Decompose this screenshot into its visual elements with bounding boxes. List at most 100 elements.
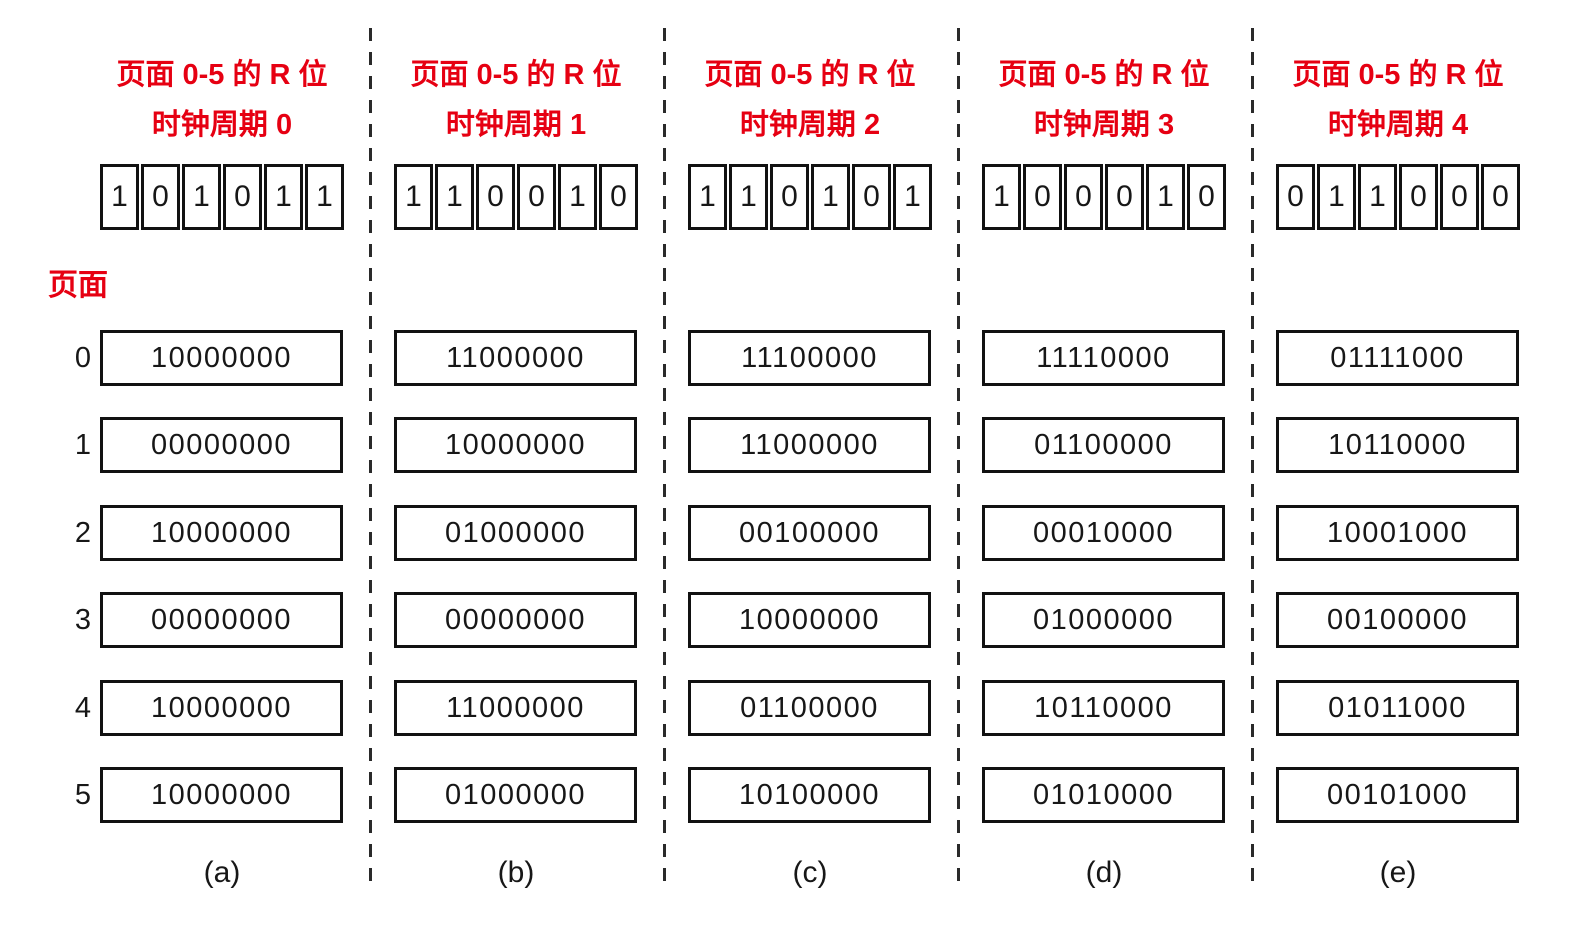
- r-bit-cell: 1: [811, 164, 850, 230]
- counter-box: 11000000: [394, 330, 637, 386]
- counter-box: 10000000: [100, 330, 343, 386]
- r-bit-cell: 1: [435, 164, 474, 230]
- column-header: 页面 0-5 的 R 位 时钟周期 3: [954, 50, 1254, 150]
- r-bit-cell: 1: [100, 164, 139, 230]
- dashed-separator: [663, 28, 666, 886]
- r-bit-cell: 1: [394, 164, 433, 230]
- counter-box: 11000000: [688, 417, 931, 473]
- page-column-label: 页面: [48, 269, 108, 302]
- counter-box: 01000000: [394, 767, 637, 823]
- r-bit-cell: 1: [729, 164, 768, 230]
- r-bit-cell: 0: [1440, 164, 1479, 230]
- counter-box: 10000000: [100, 680, 343, 736]
- counter-box: 00100000: [1276, 592, 1519, 648]
- page-number-label: 0: [74, 342, 92, 374]
- counter-box: 00010000: [982, 505, 1225, 561]
- page-number-label: 3: [74, 604, 92, 636]
- counter-box: 01000000: [982, 592, 1225, 648]
- counter-box: 01000000: [394, 505, 637, 561]
- counter-box: 00000000: [394, 592, 637, 648]
- header-line2: 时钟周期 0: [151, 109, 293, 141]
- r-bit-cell: 0: [517, 164, 556, 230]
- r-bit-cell: 1: [893, 164, 932, 230]
- dashed-separator: [369, 28, 372, 886]
- r-bit-cell: 0: [852, 164, 891, 230]
- counter-box: 10000000: [688, 592, 931, 648]
- counter-box: 01100000: [982, 417, 1225, 473]
- counter-box: 10110000: [982, 680, 1225, 736]
- header-line1: 页面 0-5 的 R 位: [410, 59, 622, 91]
- page-number-label: 5: [74, 779, 92, 811]
- r-bit-cell: 1: [305, 164, 344, 230]
- r-bits-register: 1 0 1 0 1 1: [100, 164, 344, 230]
- r-bit-cell: 0: [1481, 164, 1520, 230]
- r-bit-cell: 0: [1105, 164, 1144, 230]
- r-bits-register: 1 0 0 0 1 0: [982, 164, 1226, 230]
- column-a: 页面 0-5 的 R 位 时钟周期 0 1 0 1 0 1 1 0 1 2 3 …: [72, 0, 372, 932]
- r-bit-cell: 1: [1358, 164, 1397, 230]
- counter-box: 01011000: [1276, 680, 1519, 736]
- counter-box: 01100000: [688, 680, 931, 736]
- column-b: 页面 0-5 的 R 位 时钟周期 1 1 1 0 0 1 0 11000000…: [366, 0, 666, 932]
- column-caption: (d): [1085, 856, 1123, 889]
- r-bit-cell: 0: [223, 164, 262, 230]
- column-header: 页面 0-5 的 R 位 时钟周期 1: [366, 50, 666, 150]
- header-line1: 页面 0-5 的 R 位: [998, 59, 1210, 91]
- counter-box: 10001000: [1276, 505, 1519, 561]
- r-bit-cell: 1: [182, 164, 221, 230]
- r-bits-register: 1 1 0 1 0 1: [688, 164, 932, 230]
- r-bit-cell: 1: [264, 164, 303, 230]
- counter-box: 10000000: [394, 417, 637, 473]
- column-caption: (a): [203, 856, 241, 889]
- r-bit-cell: 1: [558, 164, 597, 230]
- column-d: 页面 0-5 的 R 位 时钟周期 3 1 0 0 0 1 0 11110000…: [954, 0, 1254, 932]
- header-line2: 时钟周期 3: [1033, 109, 1175, 141]
- counter-box: 10000000: [100, 505, 343, 561]
- page-number-label: 1: [74, 429, 92, 461]
- r-bits-register: 1 1 0 0 1 0: [394, 164, 638, 230]
- header-line2: 时钟周期 2: [739, 109, 881, 141]
- counter-box: 11000000: [394, 680, 637, 736]
- page-number-label: 2: [74, 517, 92, 549]
- header-line2: 时钟周期 4: [1327, 109, 1469, 141]
- column-header: 页面 0-5 的 R 位 时钟周期 4: [1248, 50, 1548, 150]
- column-header: 页面 0-5 的 R 位 时钟周期 0: [72, 50, 372, 150]
- counter-box: 00000000: [100, 417, 343, 473]
- column-caption: (e): [1379, 856, 1417, 889]
- r-bits-register: 0 1 1 0 0 0: [1276, 164, 1520, 230]
- r-bit-cell: 1: [982, 164, 1021, 230]
- r-bit-cell: 0: [1187, 164, 1226, 230]
- r-bit-cell: 0: [1064, 164, 1103, 230]
- column-c: 页面 0-5 的 R 位 时钟周期 2 1 1 0 1 0 1 11100000…: [660, 0, 960, 932]
- header-line1: 页面 0-5 的 R 位: [704, 59, 916, 91]
- dashed-separator: [957, 28, 960, 886]
- counter-box: 00000000: [100, 592, 343, 648]
- header-line1: 页面 0-5 的 R 位: [1292, 59, 1504, 91]
- page-number-label: 4: [74, 692, 92, 724]
- r-bit-cell: 1: [688, 164, 727, 230]
- dashed-separator: [1251, 28, 1254, 886]
- counter-box: 10110000: [1276, 417, 1519, 473]
- counter-box: 11100000: [688, 330, 931, 386]
- r-bit-cell: 1: [1146, 164, 1185, 230]
- column-header: 页面 0-5 的 R 位 时钟周期 2: [660, 50, 960, 150]
- column-e: 页面 0-5 的 R 位 时钟周期 4 0 1 1 0 0 0 01111000…: [1248, 0, 1548, 932]
- column-caption: (c): [792, 856, 828, 889]
- counter-box: 11110000: [982, 330, 1225, 386]
- header-line2: 时钟周期 1: [445, 109, 587, 141]
- counter-box: 00100000: [688, 505, 931, 561]
- counter-box: 10000000: [100, 767, 343, 823]
- r-bit-cell: 0: [1399, 164, 1438, 230]
- counter-box: 00101000: [1276, 767, 1519, 823]
- r-bit-cell: 0: [476, 164, 515, 230]
- r-bit-cell: 0: [1023, 164, 1062, 230]
- r-bit-cell: 0: [141, 164, 180, 230]
- counter-box: 01010000: [982, 767, 1225, 823]
- r-bit-cell: 0: [1276, 164, 1315, 230]
- counter-box: 01111000: [1276, 330, 1519, 386]
- r-bit-cell: 0: [599, 164, 638, 230]
- header-line1: 页面 0-5 的 R 位: [116, 59, 328, 91]
- r-bit-cell: 1: [1317, 164, 1356, 230]
- column-caption: (b): [497, 856, 535, 889]
